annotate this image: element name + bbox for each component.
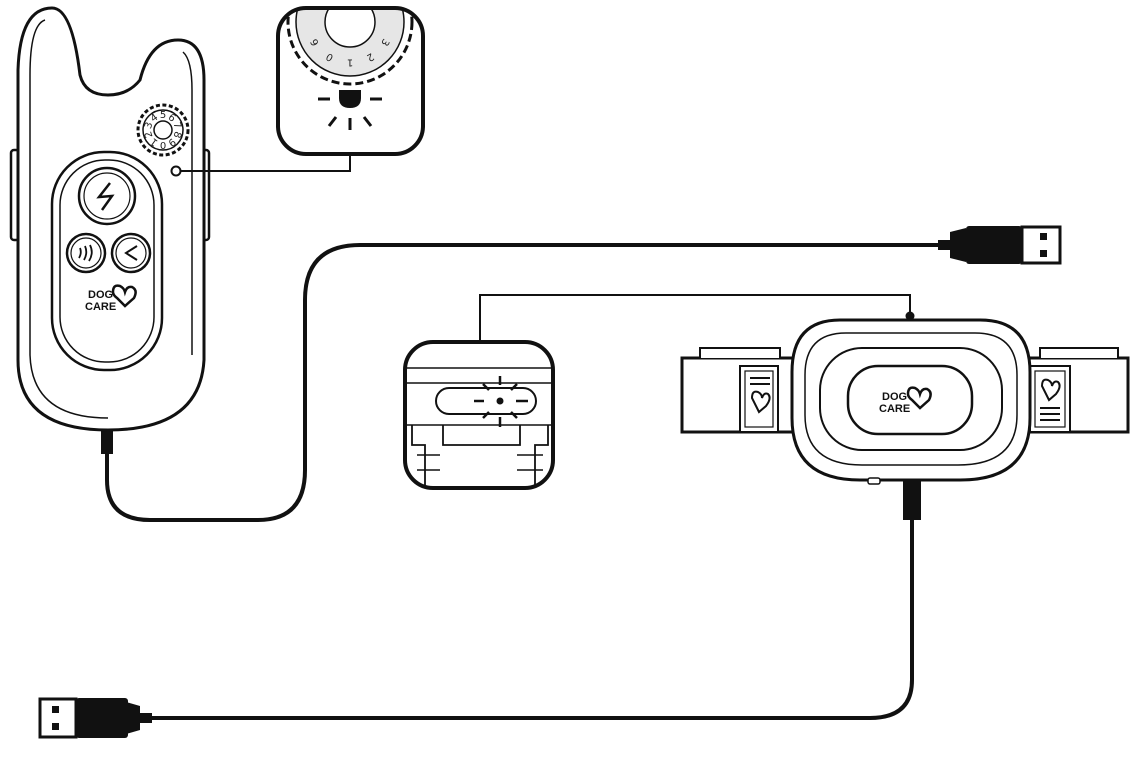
beep-icon (110, 232, 152, 274)
collar-brand-line2: CARE (879, 403, 910, 415)
collar-callout-line (479, 294, 911, 342)
remote-dial-numeral: 4 (149, 112, 161, 125)
remote-brand-line2: CARE (85, 301, 116, 313)
callout-dial-numeral: 2 (364, 50, 375, 63)
strap-brand-tag-left (739, 365, 779, 433)
remote-dial-numeral: 6 (166, 112, 178, 125)
remote-brand-logo: DOG CARE (85, 284, 137, 313)
remote-dial-numeral: 5 (160, 110, 166, 121)
collar-led-indicator (905, 311, 915, 321)
led-light-icon (318, 90, 382, 130)
collar-brand-line1: DOG (882, 391, 907, 403)
collar-receiver: DOG CARE (680, 318, 1130, 485)
callout-dial-numeral: 0 (324, 50, 335, 63)
remote-led-indicator (170, 165, 182, 177)
heart-dog-icon (111, 284, 137, 308)
usb-a-plug-icon (38, 697, 152, 739)
led-light-icon (474, 376, 528, 427)
heart-dog-icon (906, 386, 932, 410)
strap-brand-tag-right (1029, 365, 1071, 433)
static-shock-icon (77, 166, 137, 226)
callout-dial-numeral: 1 (347, 57, 353, 68)
remote-dial-numeral: 8 (171, 130, 183, 139)
collar-led-callout (403, 340, 555, 490)
remote-dial-numeral: 9 (166, 135, 178, 148)
remote-callout-line (180, 152, 351, 172)
remote-dial-numeral: 0 (160, 139, 166, 150)
callout-dial-numeral: 6 (309, 36, 322, 47)
remote-usb-cable (101, 243, 940, 522)
collar-charging-plug (903, 480, 921, 520)
remote-charging-plug (101, 424, 113, 454)
remote-dial-numeral: 1 (149, 135, 161, 148)
remote-dial-numeral: 2 (143, 130, 155, 139)
collar-brand-logo: DOG CARE (879, 386, 932, 415)
remote-brand-line1: DOG (88, 289, 113, 301)
callout-dial-numeral: 3 (378, 36, 391, 47)
vibration-icon (65, 232, 107, 274)
usb-a-plug-icon (938, 225, 1062, 265)
collar-usb-cable (150, 480, 921, 720)
remote-dial-numeral: 7 (171, 121, 183, 130)
remote-dial-numeral: 3 (143, 121, 155, 130)
